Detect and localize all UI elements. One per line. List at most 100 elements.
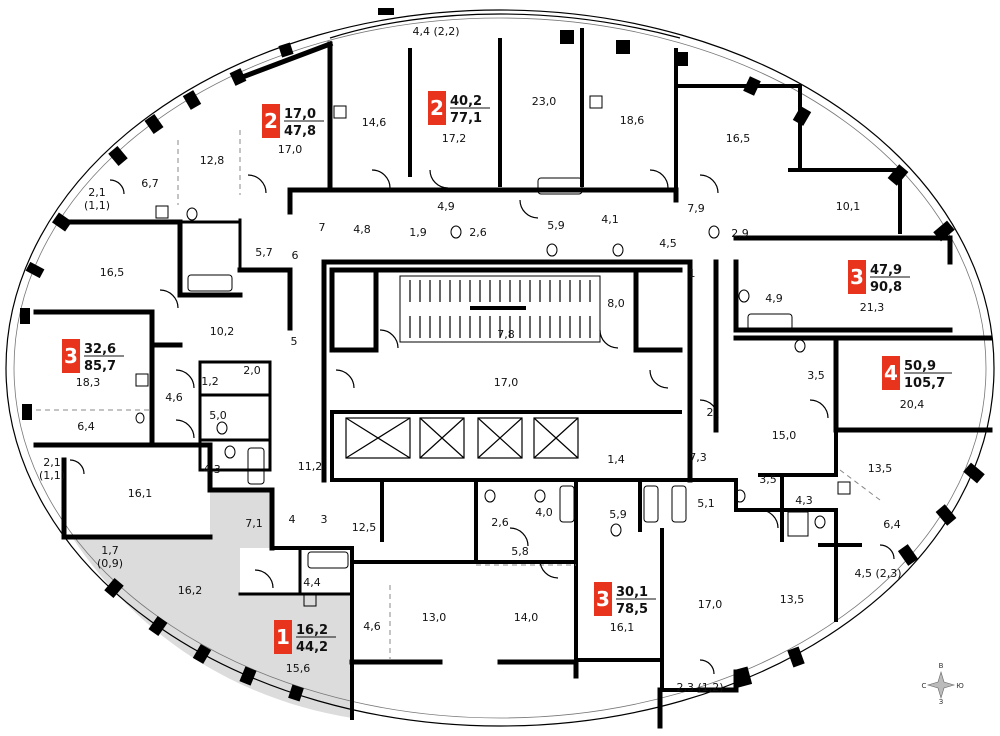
apartment-badge[interactable]: 1 16,2 44,2 [274, 620, 336, 655]
room-area-label: 16,1 [610, 621, 635, 634]
building-facade-outer [5, 9, 995, 727]
svg-text:90,8: 90,8 [870, 280, 902, 295]
room-area-label: 6,7 [141, 177, 159, 190]
room-area-label: 4,3 [795, 494, 813, 507]
room-area-label: (1,1) [39, 469, 65, 482]
room-area-label: 13,5 [868, 462, 893, 475]
svg-text:3: 3 [596, 587, 610, 611]
staircase [399, 275, 601, 343]
room-area-label: 1,4 [607, 453, 625, 466]
room-area-label: 4,6 [363, 620, 381, 633]
room-area-label: 4,0 [535, 506, 553, 519]
room-area-label: 15,0 [772, 429, 797, 442]
room-area-label: 14,6 [362, 116, 387, 129]
room-area-label: (0,9) [97, 557, 123, 570]
room-area-label: 4,3 [203, 463, 221, 476]
corridor-marker: 3 [321, 513, 328, 526]
svg-text:30,1: 30,1 [616, 585, 648, 600]
room-area-label: 15,6 [286, 662, 311, 675]
room-area-label: 7,8 [497, 328, 515, 341]
compass: В С Ю З [922, 662, 965, 706]
room-area-label: 12,5 [352, 521, 377, 534]
room-area-label: 4,4 (2,2) [412, 25, 459, 38]
room-area-label: 7,1 [245, 517, 263, 530]
apartment-1-highlight [72, 490, 352, 718]
room-area-label: 2,6 [491, 516, 509, 529]
svg-text:16,2: 16,2 [296, 623, 328, 638]
room-area-label: 5,0 [209, 409, 227, 422]
building-facade-inner [13, 17, 987, 719]
room-area-label: 2,6 [469, 226, 487, 239]
svg-text:85,7: 85,7 [84, 359, 116, 374]
svg-text:1: 1 [276, 625, 290, 649]
room-area-label: 2,9 [731, 227, 749, 240]
compass-east: Ю [956, 682, 964, 690]
svg-text:2: 2 [264, 109, 278, 133]
room-area-label: 13,5 [780, 593, 805, 606]
svg-text:77,1: 77,1 [450, 111, 482, 126]
room-area-label: 12,8 [200, 154, 225, 167]
room-area-label: 13,0 [422, 611, 447, 624]
room-area-label: 17,0 [278, 143, 303, 156]
room-area-label: 2,1 [88, 186, 106, 199]
corridor-marker: 4 [289, 513, 296, 526]
apartment-badge[interactable]: 2 17,0 47,8 [262, 104, 324, 139]
svg-text:47,8: 47,8 [284, 124, 316, 139]
svg-text:32,6: 32,6 [84, 342, 116, 357]
svg-text:17,0: 17,0 [284, 107, 316, 122]
room-area-label: 4,9 [437, 200, 455, 213]
room-area-label: 11,2 [298, 460, 323, 473]
svg-text:3: 3 [64, 344, 78, 368]
svg-text:44,2: 44,2 [296, 640, 328, 655]
plumbing-fixtures [135, 95, 851, 607]
zone-separators [36, 130, 881, 660]
room-area-label: 4,5 (2,3) [854, 567, 901, 580]
svg-text:3: 3 [850, 265, 864, 289]
room-area-label: 3,5 [759, 473, 777, 486]
room-area-label: 10,2 [210, 325, 235, 338]
room-area-label: 16,5 [726, 132, 751, 145]
room-area-label: 4,1 [601, 213, 619, 226]
room-area-label: 23,0 [532, 95, 557, 108]
room-area-label: 5,8 [511, 545, 529, 558]
apartment-badge[interactable]: 3 30,1 78,5 [594, 582, 656, 617]
door-swings [69, 169, 895, 675]
svg-text:47,9: 47,9 [870, 263, 902, 278]
room-labels: 4,4 (2,2) 23,0 14,6 17,2 18,6 16,5 12,8 … [39, 25, 924, 694]
room-area-label: 5,1 [697, 497, 715, 510]
compass-north: В [939, 662, 944, 670]
svg-text:78,5: 78,5 [616, 602, 648, 617]
apartment-badge[interactable]: 3 47,9 90,8 [848, 260, 910, 295]
room-area-label: 1,2 [201, 375, 219, 388]
elevators [345, 417, 579, 459]
svg-text:2: 2 [430, 96, 444, 120]
room-area-label: 7,9 [687, 202, 705, 215]
room-area-label: 17,2 [442, 132, 467, 145]
apartment-badge[interactable]: 2 40,2 77,1 [428, 91, 490, 126]
room-area-label: 20,4 [900, 398, 925, 411]
apartment-badge[interactable]: 3 32,6 85,7 [62, 339, 124, 374]
room-area-label: 4,5 [659, 237, 677, 250]
room-area-label: 5,9 [547, 219, 565, 232]
room-area-label: 2,1 [43, 456, 61, 469]
room-area-label: 1,9 [409, 226, 427, 239]
room-area-label: 1,7 [101, 544, 119, 557]
svg-text:40,2: 40,2 [450, 94, 482, 109]
room-area-label: 3,5 [807, 369, 825, 382]
svg-text:105,7: 105,7 [904, 376, 945, 391]
room-area-label: 18,3 [76, 376, 101, 389]
room-area-label: 16,2 [178, 584, 203, 597]
apartment-badge[interactable]: 4 50,9 105,7 [882, 356, 952, 391]
room-area-label: 5,9 [609, 508, 627, 521]
room-area-label: 7,3 [689, 451, 707, 464]
corridor-marker: 5 [291, 335, 298, 348]
room-area-label: 2,0 [243, 364, 261, 377]
room-area-label: 18,6 [620, 114, 645, 127]
room-area-label: 21,3 [860, 301, 885, 314]
room-area-label: 6,4 [883, 518, 901, 531]
room-area-label: 10,1 [836, 200, 861, 213]
room-area-label: 4,4 [303, 576, 321, 589]
room-area-label: 4,6 [165, 391, 183, 404]
walls [33, 28, 993, 729]
corridor-marker: 7 [319, 221, 326, 234]
